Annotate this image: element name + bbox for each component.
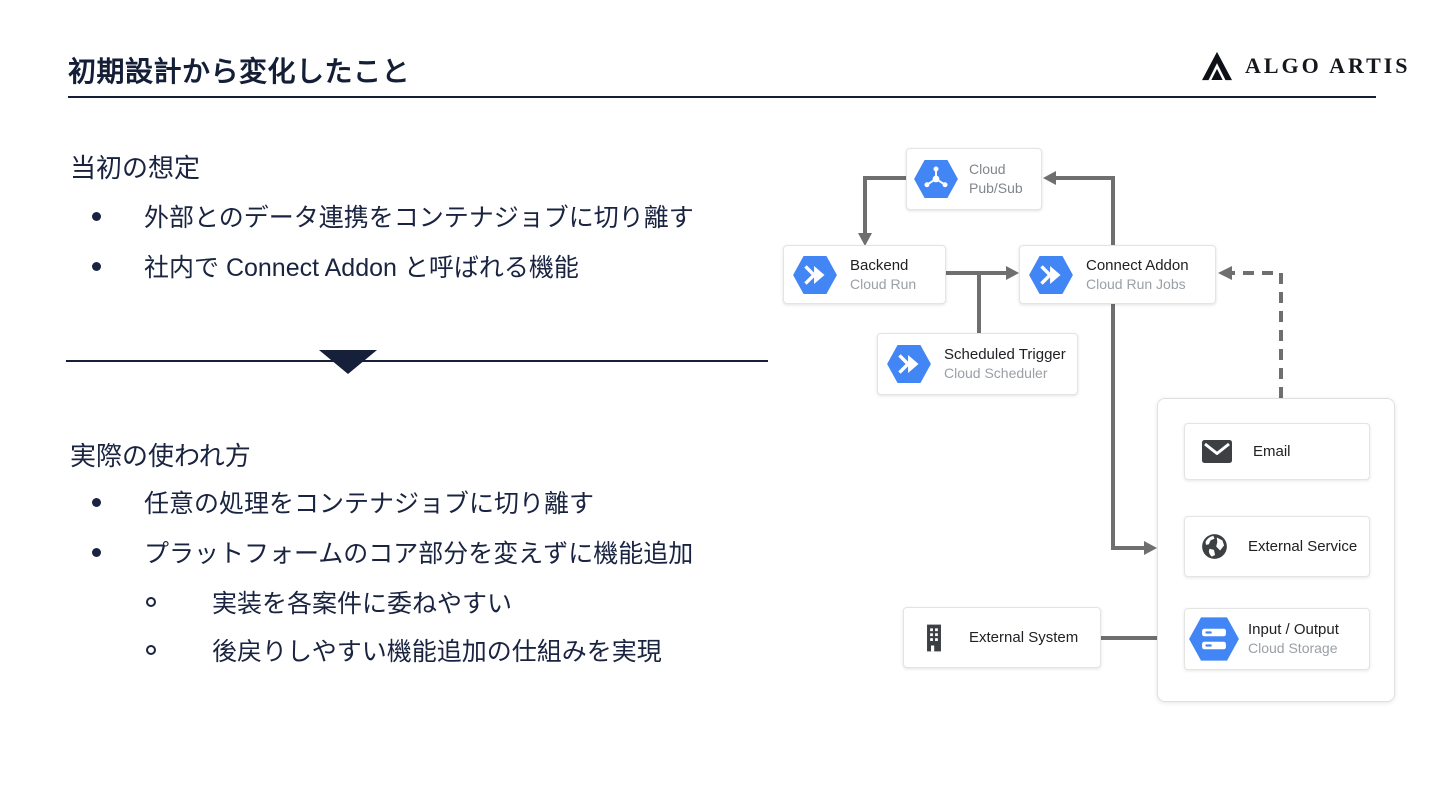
connector-backend-to-connect-addon bbox=[946, 271, 1006, 333]
node-cloud-pubsub: Cloud Pub/Sub bbox=[906, 148, 1042, 210]
node-label: External System bbox=[969, 629, 1079, 646]
bullet-text: 社内で Connect Addon と呼ばれる機能 bbox=[144, 254, 579, 282]
email-icon bbox=[1202, 440, 1232, 463]
node-subtitle: Cloud Storage bbox=[1248, 640, 1338, 656]
node-title: Scheduled Trigger bbox=[944, 346, 1066, 363]
node-title: Connect Addon bbox=[1086, 256, 1189, 274]
list-item: 外部とのデータ連携をコンテナジョブに切り離す bbox=[92, 198, 694, 234]
connector-pubsub-to-backend bbox=[863, 176, 906, 233]
node-connect-addon-cloud-run-jobs: Connect Addon Cloud Run Jobs bbox=[1019, 245, 1216, 304]
algo-artis-logo-text: ALGO ARTIS bbox=[1245, 53, 1411, 78]
cloud-pubsub-icon bbox=[914, 159, 958, 199]
cloud-run-icon bbox=[793, 255, 837, 294]
arrowhead-down-icon bbox=[858, 233, 872, 246]
algo-artis-logo: ALGO ARTIS bbox=[1202, 48, 1411, 84]
bullet-text: 外部とのデータ連携をコンテナジョブに切り離す bbox=[144, 204, 694, 232]
node-email: Email bbox=[1184, 423, 1370, 480]
connector-panel-to-connect-addon-dashed bbox=[1232, 271, 1283, 398]
section-divider-line bbox=[66, 360, 768, 362]
page-title: 初期設計から変化したこと bbox=[68, 56, 411, 87]
node-subtitle: Cloud Run Jobs bbox=[1086, 275, 1186, 292]
algo-artis-mark-icon bbox=[1202, 51, 1232, 81]
list-item: 社内で Connect Addon と呼ばれる機能 bbox=[92, 248, 579, 284]
list-sub-item: 実装を各案件に委ねやすい bbox=[146, 584, 512, 620]
node-label: Cloud bbox=[969, 161, 1006, 177]
bullet-text: 任意の処理をコンテナジョブに切り離す bbox=[144, 490, 595, 518]
down-arrow-icon bbox=[319, 350, 377, 374]
node-label: Email bbox=[1253, 443, 1291, 460]
list-sub-item: 後戻りしやすい機能追加の仕組みを実現 bbox=[146, 632, 662, 668]
node-external-service: External Service bbox=[1184, 516, 1370, 577]
bullet-dot-icon bbox=[92, 497, 101, 507]
bullet-dot-icon bbox=[92, 547, 101, 557]
heading-actual-usage: 実際の使われ方 bbox=[70, 441, 251, 471]
node-title: Input / Output bbox=[1248, 621, 1339, 638]
bullet-ring-icon bbox=[146, 597, 156, 607]
arrowhead-right-icon bbox=[1006, 266, 1019, 280]
list-item: プラットフォームのコア部分を変えずに機能追加 bbox=[92, 534, 693, 570]
node-subtitle: Cloud Run bbox=[850, 275, 917, 292]
node-scheduled-trigger-cloud-scheduler: Scheduled Trigger Cloud Scheduler bbox=[877, 333, 1078, 395]
cloud-run-icon bbox=[1029, 255, 1073, 294]
external-targets-panel: Email External Service I bbox=[1157, 398, 1395, 702]
arrowhead-left-icon bbox=[1043, 171, 1056, 185]
title-rule bbox=[68, 96, 1376, 98]
bullet-text: プラットフォームのコア部分を変えずに機能追加 bbox=[144, 540, 694, 568]
building-icon bbox=[927, 624, 941, 651]
bullet-text: 実装を各案件に委ねやすい bbox=[212, 590, 513, 618]
cloud-storage-icon bbox=[1189, 617, 1239, 661]
heading-initial-assumption: 当初の想定 bbox=[70, 153, 201, 183]
bullet-dot-icon bbox=[92, 211, 101, 221]
connector-connect-addon-to-pubsub bbox=[1056, 176, 1115, 245]
cloud-scheduler-icon bbox=[887, 344, 931, 384]
connector-connect-addon-to-external-service bbox=[1111, 304, 1144, 550]
node-backend-cloud-run: Backend Cloud Run bbox=[783, 245, 946, 304]
globe-icon bbox=[1202, 534, 1227, 559]
node-label: External Service bbox=[1248, 538, 1358, 555]
node-input-output-cloud-storage: Input / Output Cloud Storage bbox=[1184, 608, 1370, 670]
bullet-ring-icon bbox=[146, 645, 156, 655]
node-title: Backend bbox=[850, 256, 909, 274]
arrowhead-left-icon bbox=[1218, 266, 1232, 280]
node-external-system: External System bbox=[903, 607, 1101, 668]
arrowhead-right-icon bbox=[1144, 541, 1157, 555]
node-subtitle: Cloud Scheduler bbox=[944, 365, 1048, 381]
node-label: Pub/Sub bbox=[969, 180, 1023, 196]
list-item: 任意の処理をコンテナジョブに切り離す bbox=[92, 484, 594, 520]
bullet-text: 後戻りしやすい機能追加の仕組みを実現 bbox=[212, 638, 662, 666]
bullet-dot-icon bbox=[92, 261, 101, 271]
